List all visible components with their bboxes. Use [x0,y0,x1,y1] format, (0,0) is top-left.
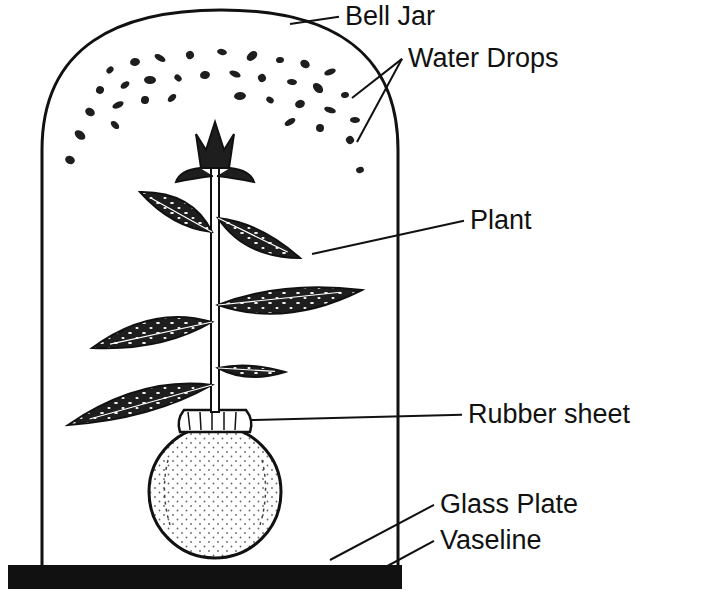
water-drops [64,48,365,174]
leader-lines [252,17,464,570]
part-label: Bell Jar [345,2,435,32]
flower-pot [149,426,281,558]
plant-leaves [68,192,362,425]
rubber-sheet [179,410,252,432]
part-label: Vaseline [440,526,542,556]
bell-jar [42,10,398,566]
part-label: Glass Plate [440,490,578,520]
part-label: Rubber sheet [468,400,630,430]
part-label: Plant [470,206,532,236]
glass-plate [8,565,402,589]
plant-stem [211,160,219,412]
part-label: Water Drops [408,44,559,74]
flower-bud [196,122,234,168]
